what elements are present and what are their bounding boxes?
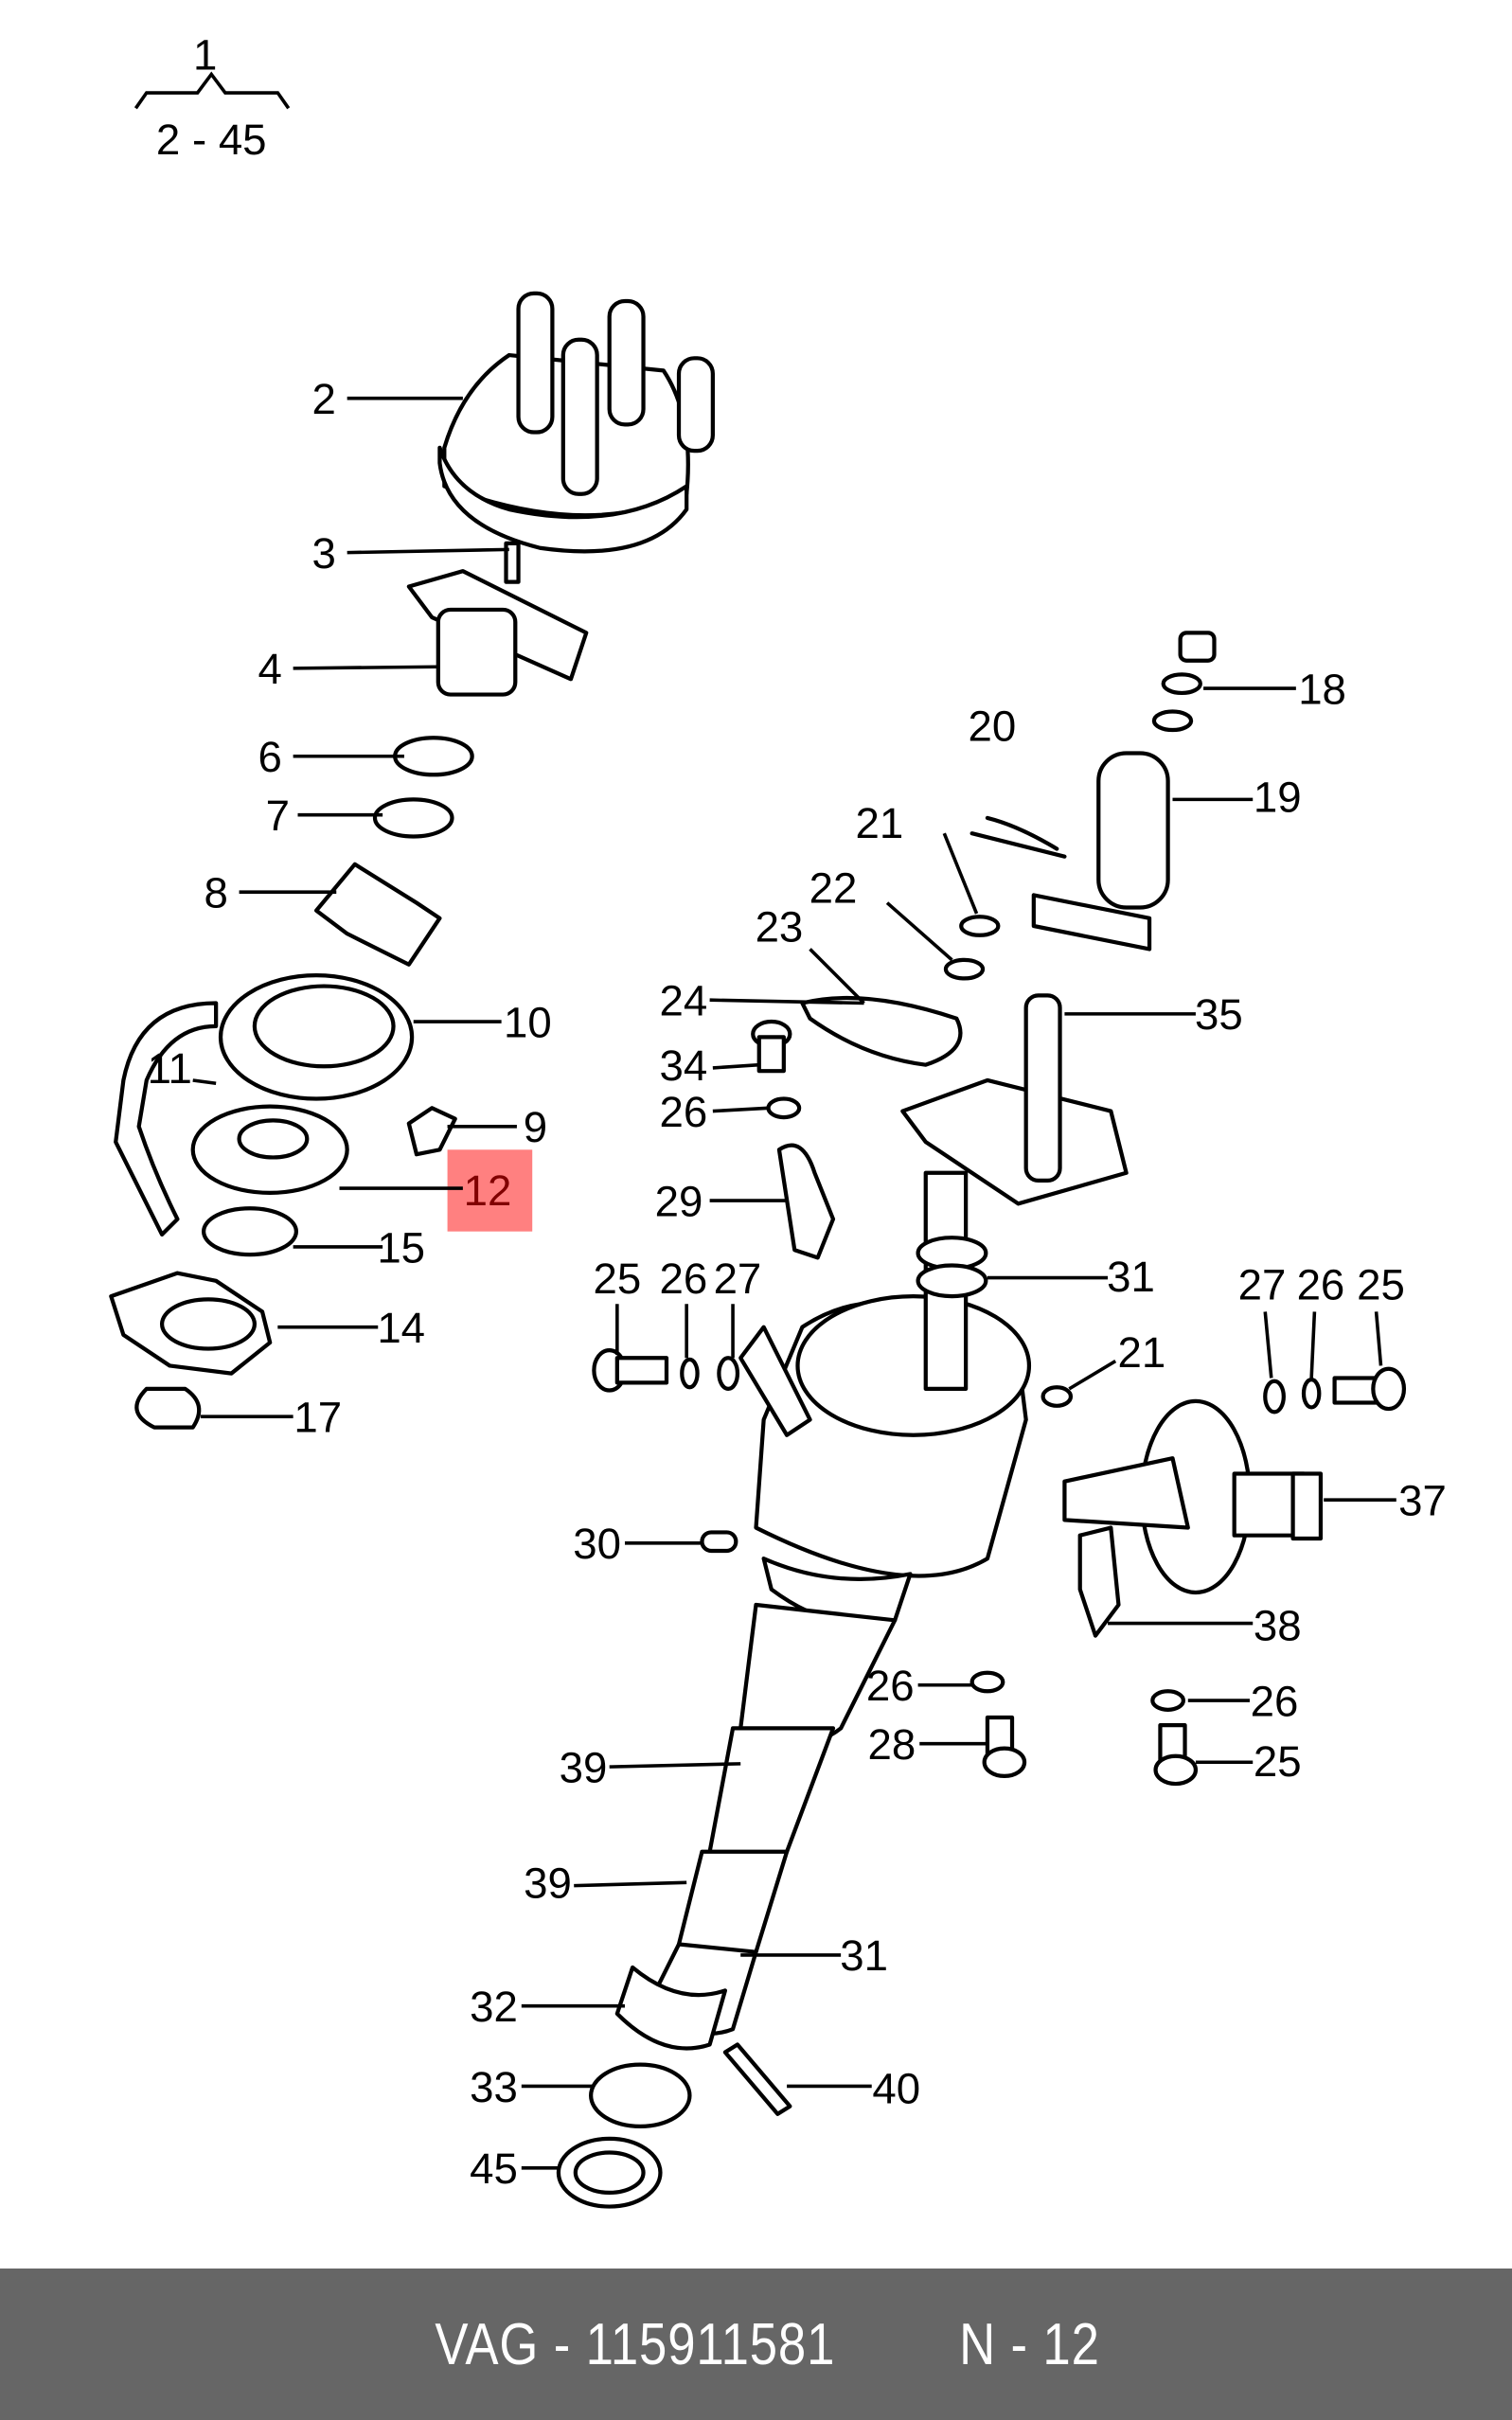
circlip-26-left bbox=[680, 1357, 700, 1390]
diagram-position: N - 12 bbox=[958, 2311, 1100, 2377]
callout[interactable]: 35 bbox=[1195, 990, 1243, 1039]
callout[interactable]: 31 bbox=[840, 1931, 888, 1980]
callout[interactable]: 25 bbox=[1357, 1260, 1405, 1308]
base-plate bbox=[190, 1104, 349, 1196]
vacuum-link-24 bbox=[800, 995, 963, 1067]
callout[interactable]: 30 bbox=[573, 1520, 621, 1568]
callout[interactable]: 28 bbox=[868, 1720, 916, 1769]
callout[interactable]: 2 bbox=[312, 375, 336, 423]
group-label: 1 bbox=[193, 31, 217, 80]
pin-40 bbox=[722, 2042, 792, 2116]
callout[interactable]: 11 bbox=[148, 1044, 192, 1093]
washer-15 bbox=[201, 1206, 299, 1257]
callout[interactable]: 9 bbox=[524, 1103, 547, 1151]
callout[interactable]: 10 bbox=[504, 998, 552, 1046]
washer-22 bbox=[943, 957, 986, 981]
distributor-exploded-diagram: 1 2 - 45 2 3 4 6 7 8 10 11 9 12 15 14 17… bbox=[109, 31, 1447, 2209]
callout[interactable]: 32 bbox=[470, 1983, 518, 2031]
callout[interactable]: 37 bbox=[1398, 1477, 1447, 1525]
circlip-26-d bbox=[1150, 1689, 1186, 1712]
callout[interactable]: 4 bbox=[258, 645, 281, 693]
callout[interactable]: 26 bbox=[1251, 1677, 1299, 1725]
callout[interactable]: 33 bbox=[470, 2063, 518, 2111]
part-number: VAG - 115911581 bbox=[435, 2311, 836, 2377]
screw-34 bbox=[751, 1019, 792, 1074]
clip-38 bbox=[1077, 1525, 1121, 1638]
callout[interactable]: 18 bbox=[1298, 665, 1346, 713]
circlip-26 bbox=[766, 1096, 802, 1120]
callout[interactable]: 25 bbox=[1254, 1737, 1302, 1786]
callout[interactable]: 27 bbox=[714, 1254, 762, 1303]
circlip-26-right bbox=[1301, 1377, 1322, 1410]
distributor-housing bbox=[614, 1170, 1032, 2051]
seal-ring bbox=[372, 797, 454, 839]
highlight-box[interactable] bbox=[447, 1149, 533, 1232]
washer-27-right bbox=[1263, 1379, 1286, 1415]
clip bbox=[406, 1106, 457, 1157]
callout[interactable]: 26 bbox=[660, 1088, 708, 1136]
callout[interactable]: 23 bbox=[756, 902, 804, 951]
callout[interactable]: 3 bbox=[312, 529, 336, 578]
vacuum-unit-cover bbox=[1031, 631, 1217, 952]
callout[interactable]: 21 bbox=[1118, 1328, 1166, 1377]
callout[interactable]: 26 bbox=[866, 1662, 915, 1710]
callout[interactable]: 38 bbox=[1254, 1602, 1302, 1650]
callout[interactable]: 7 bbox=[266, 792, 290, 840]
spring-plate bbox=[109, 1271, 273, 1376]
callout[interactable]: 45 bbox=[470, 2144, 518, 2193]
callout[interactable]: 22 bbox=[809, 864, 858, 913]
hall-sender-plate bbox=[114, 973, 415, 1237]
circlip-26-c bbox=[969, 1670, 1005, 1694]
callout[interactable]: 21 bbox=[856, 799, 904, 847]
callout[interactable]: 15 bbox=[377, 1223, 425, 1272]
spring-20 bbox=[969, 815, 1067, 859]
callout-highlighted[interactable]: 12 bbox=[464, 1166, 512, 1215]
o-ring-33 bbox=[589, 2062, 692, 2128]
callout[interactable]: 29 bbox=[655, 1177, 703, 1225]
callout[interactable]: 20 bbox=[968, 702, 1016, 750]
vacuum-unit-37 bbox=[1062, 1398, 1324, 1595]
circlip-21 bbox=[959, 915, 1001, 937]
callout[interactable]: 14 bbox=[377, 1304, 425, 1352]
callout[interactable]: 17 bbox=[294, 1394, 342, 1442]
callout[interactable]: 26 bbox=[1297, 1260, 1345, 1308]
callout[interactable]: 39 bbox=[524, 1859, 572, 1908]
washer-27-left bbox=[717, 1356, 740, 1392]
screw-25-left bbox=[592, 1348, 669, 1393]
group-bracket bbox=[133, 71, 291, 110]
callout[interactable]: 8 bbox=[204, 868, 227, 916]
rotor bbox=[406, 569, 589, 697]
carbon-brush bbox=[504, 541, 521, 584]
callout[interactable]: 34 bbox=[660, 1041, 708, 1090]
dust-shield bbox=[393, 736, 474, 777]
screw-25-right bbox=[1332, 1366, 1407, 1412]
trigger-wheel bbox=[313, 862, 442, 967]
callout[interactable]: 19 bbox=[1254, 773, 1302, 821]
callout[interactable]: 31 bbox=[1107, 1253, 1155, 1301]
screw-28 bbox=[982, 1715, 1027, 1779]
group-range: 2 - 45 bbox=[156, 116, 267, 164]
callout[interactable]: 6 bbox=[258, 733, 281, 781]
footer-bar: VAG - 115911581 N - 12 bbox=[0, 2269, 1512, 2420]
distributor-cap bbox=[437, 291, 715, 554]
seal-45 bbox=[556, 2136, 663, 2209]
leader-lines bbox=[192, 396, 1396, 2170]
circlip-21-lower bbox=[1041, 1385, 1074, 1408]
callout[interactable]: 27 bbox=[1238, 1260, 1287, 1308]
pin-30 bbox=[700, 1530, 738, 1554]
bracket bbox=[738, 1325, 812, 1437]
callout[interactable]: 26 bbox=[660, 1254, 708, 1303]
shaft-35 bbox=[900, 993, 1129, 1206]
callout[interactable]: 25 bbox=[593, 1254, 641, 1303]
screw-25-lower bbox=[1153, 1723, 1199, 1787]
callout[interactable]: 24 bbox=[660, 977, 708, 1025]
contact-breaker-29 bbox=[776, 1143, 836, 1260]
callout[interactable]: 39 bbox=[560, 1743, 608, 1791]
circlip-17 bbox=[134, 1386, 202, 1430]
callout[interactable]: 40 bbox=[872, 2064, 920, 2112]
